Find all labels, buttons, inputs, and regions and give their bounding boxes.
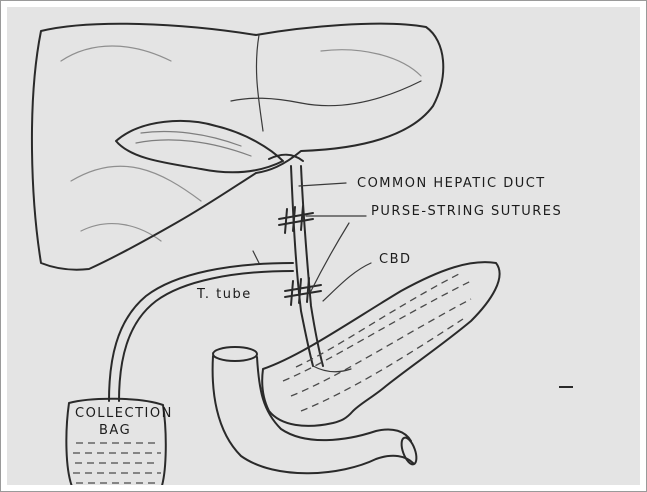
t-tube	[109, 251, 293, 401]
purse-string-sutures	[279, 206, 321, 305]
label-collection-bag-line2: BAG	[99, 423, 131, 438]
label-collection-bag-line1: COLLECTION	[75, 406, 173, 421]
label-t-tube: T. tube	[196, 287, 252, 302]
label-common-hepatic-duct: COMMON HEPATIC DUCT	[357, 176, 546, 191]
sketch-paper: COMMON HEPATIC DUCT PURSE-STRING SUTURES…	[7, 7, 640, 485]
label-cbd: CBD	[379, 252, 412, 267]
label-purse-string-sutures: PURSE-STRING SUTURES	[371, 204, 562, 219]
gallbladder	[116, 121, 283, 172]
bile-ducts	[269, 155, 323, 366]
anatomy-sketch: COMMON HEPATIC DUCT PURSE-STRING SUTURES…	[7, 7, 640, 485]
liver	[32, 24, 443, 270]
stray-mark	[559, 386, 573, 388]
